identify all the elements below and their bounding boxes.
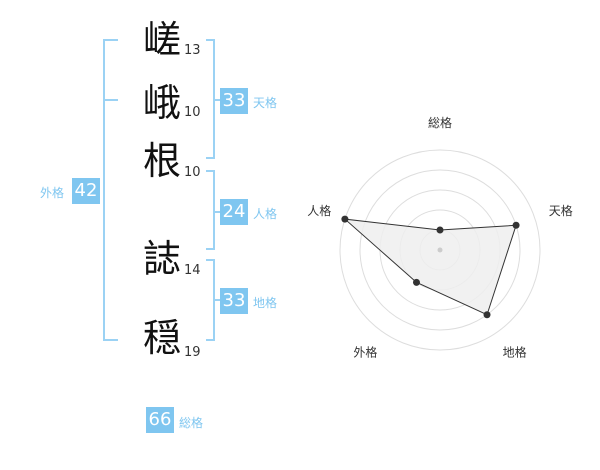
stroke-count-5: 19 xyxy=(184,345,201,360)
stroke-count-2: 10 xyxy=(184,105,201,120)
stroke-count-4: 14 xyxy=(184,263,201,278)
radar-axis-label-4: 人格 xyxy=(307,203,331,218)
radar-area xyxy=(343,218,517,316)
chikaku-label: 地格 xyxy=(253,296,278,310)
name-char-3: 根 xyxy=(142,139,181,183)
chikaku-value: 33 xyxy=(220,288,248,314)
name-char-1: 嵯 xyxy=(142,18,181,62)
jinkaku-value: 24 xyxy=(220,199,248,225)
gaikaku-bracket xyxy=(103,39,118,341)
radar-point-4 xyxy=(341,215,349,223)
radar-ring xyxy=(359,169,521,331)
stroke-count-3: 10 xyxy=(184,165,201,180)
gaikaku-label: 外格 xyxy=(40,186,65,200)
radar-point-1 xyxy=(512,221,520,229)
radar-axis-label-1: 天格 xyxy=(549,203,573,218)
radar-axis-label-0: 総格 xyxy=(428,115,452,130)
tenkaku-value: 33 xyxy=(220,88,248,114)
gaikaku-value: 42 xyxy=(72,178,100,204)
radar-point-2 xyxy=(483,311,491,319)
radar-axis-label-3: 外格 xyxy=(353,345,377,360)
name-char-4: 誌 xyxy=(142,237,181,281)
radar-point-0 xyxy=(436,226,444,234)
stroke-count-1: 13 xyxy=(184,43,201,58)
jinkaku-bracket xyxy=(206,170,215,250)
soukaku-label: 総格 xyxy=(179,416,204,430)
radar-ring xyxy=(339,149,541,351)
jinkaku-label: 人格 xyxy=(253,207,278,221)
name-char-5: 穏 xyxy=(142,316,181,360)
soukaku-value: 66 xyxy=(146,407,174,433)
radar-axis-label-2: 地格 xyxy=(503,345,527,360)
radar-center xyxy=(437,247,443,253)
radar-point-3 xyxy=(412,278,420,286)
tenkaku-label: 天格 xyxy=(253,96,278,110)
name-char-2: 峨 xyxy=(142,81,181,125)
